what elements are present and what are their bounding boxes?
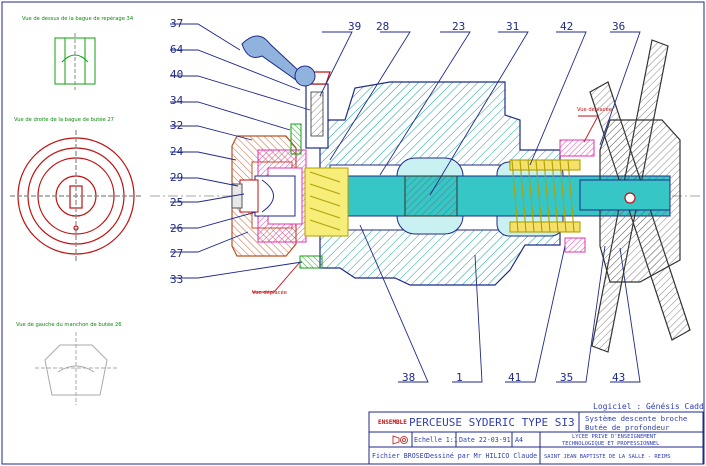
callout-41: 41 xyxy=(508,371,522,384)
callout-1: 1 xyxy=(456,371,463,384)
callout-31: 31 xyxy=(506,20,520,33)
date-label: Date 22-03-91 xyxy=(459,436,511,444)
callout-37: 37 xyxy=(170,17,184,30)
callout-34: 34 xyxy=(170,93,184,107)
scale-label: Echelle 1:1 xyxy=(414,436,458,444)
ring-33 xyxy=(299,255,323,269)
format-label: A4 xyxy=(515,436,523,444)
drawing-subtitle-1: Système descente broche xyxy=(585,414,688,423)
projection-symbol xyxy=(392,435,408,445)
leader-lines xyxy=(170,23,641,383)
lever-37 xyxy=(241,35,316,87)
callout-40: 40 xyxy=(170,68,184,82)
callout-23: 23 xyxy=(452,20,466,33)
helical-spring xyxy=(509,159,581,233)
file-label: Fichier BROSEC xyxy=(372,452,428,460)
deplacee-leaders xyxy=(252,115,599,293)
caption-ring-34: Vue de dessus de la bague de repérage 34 xyxy=(22,16,134,22)
callout-29: 29 xyxy=(170,170,184,184)
callout-38: 38 xyxy=(402,371,416,384)
callout-43: 43 xyxy=(612,371,626,384)
caption-ring-27: Vue de droite de la bague de butée 27 xyxy=(14,117,114,123)
title-block-frame xyxy=(368,411,704,465)
school-line-1: LYCEE PRIVE D'ENSEIGNEMENT xyxy=(572,434,657,440)
callout-33: 33 xyxy=(170,273,184,286)
caption-sleeve-26: Vue de gauche du manchon de butée 26 xyxy=(16,322,122,328)
marking-ring-34 xyxy=(290,123,302,155)
school-line-3: SAINT JEAN BAPTISTE DE LA SALLE - REIMS xyxy=(544,454,671,460)
software-credit: Logiciel : Génésis Cadd xyxy=(593,402,704,411)
drawing-title: PERCEUSE SYDERIC TYPE SI3 xyxy=(409,416,575,429)
ring-27-right-view xyxy=(10,130,142,262)
callout-25: 25 xyxy=(170,196,184,210)
callout-24: 24 xyxy=(170,145,184,158)
callout-26: 26 xyxy=(170,221,184,235)
sleeve-26 xyxy=(254,175,296,217)
callout-35: 35 xyxy=(560,371,574,384)
school-line-2: TECHNOLOGIQUE ET PROFESSIONNEL xyxy=(562,441,660,447)
deplacee-bottom-label: Vue déplacée xyxy=(252,290,287,296)
callout-28: 28 xyxy=(376,20,390,33)
callout-39: 39 xyxy=(348,20,362,33)
handle-43 xyxy=(579,39,691,353)
sjbs-logo-text: SJBS xyxy=(30,418,76,434)
callout-64: 64 xyxy=(170,42,184,56)
stop-ring-27 xyxy=(239,179,259,213)
worm-gear-28 xyxy=(304,167,349,237)
callout-36: 36 xyxy=(612,20,626,33)
pin-41 xyxy=(564,237,586,253)
deplacee-top-label: Vue déplacée xyxy=(577,107,612,113)
author-label: Dessiné par Mr HILICO Claude xyxy=(426,452,538,460)
ensemble-label: ENSEMBLE xyxy=(378,419,407,426)
drawing-subtitle-2: Butée de profondeur xyxy=(585,423,670,432)
callout-32: 32 xyxy=(170,119,184,133)
callout-42: 42 xyxy=(560,20,574,33)
sleeve-26-left-view xyxy=(35,332,117,405)
callout-27: 27 xyxy=(170,247,184,261)
ring-34-top-view xyxy=(54,33,96,90)
